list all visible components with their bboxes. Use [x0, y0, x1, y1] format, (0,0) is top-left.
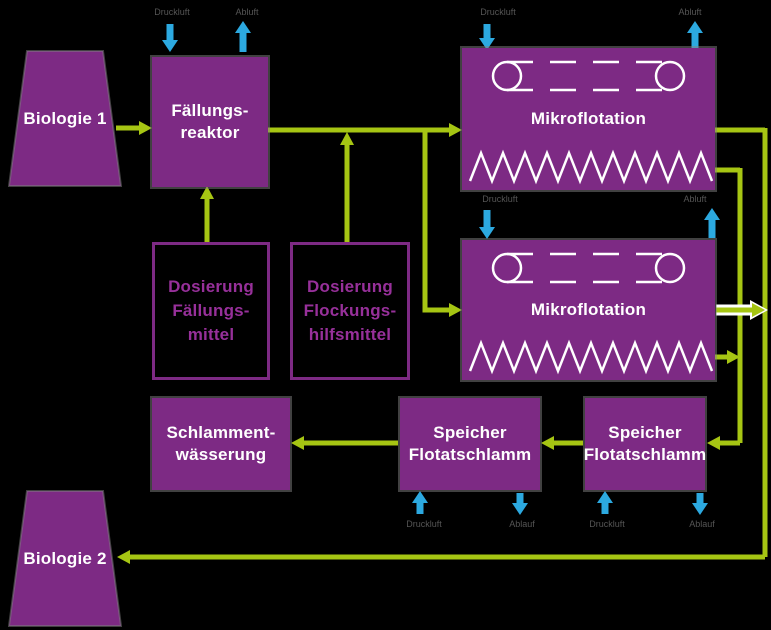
arrow-faellungsreaktor-out — [235, 21, 251, 52]
label-mikroflotation2-out: Abluft — [683, 194, 707, 204]
flow-dosierung-flockungshilfsmittel-up — [340, 132, 354, 242]
arrow-speicher-links-out — [512, 493, 528, 515]
mikroflotation1-graphic — [468, 60, 714, 185]
arrow-faellungsreaktor-in — [162, 24, 178, 52]
speicher-rechts-line2: Flotatschlamm — [583, 445, 707, 464]
arrow-mikroflotation2-in — [479, 210, 495, 239]
flow-mikroflotation1-outlets — [713, 127, 765, 173]
speicher-rechts-line1: Speicher — [608, 423, 682, 442]
node-biologie2: Biologie 2 — [8, 490, 122, 627]
speicher-links-line2: Flotatschlamm — [408, 445, 532, 464]
dosierung-flockungshilfsmittel-line3: hilfsmittel — [308, 325, 392, 344]
biologie1-label: Biologie 1 — [23, 108, 107, 128]
faellungsreaktor-label-line1: Fällungs- — [171, 101, 249, 120]
label-speicher-rechts-in: Druckluft — [589, 519, 625, 529]
label-mikroflotation1-out: Abluft — [678, 7, 702, 17]
arrow-mikroflotation1-in — [479, 24, 495, 50]
arrow-mikroflotation2-out — [704, 208, 720, 238]
node-mikroflotation2: Mikroflotation — [462, 240, 715, 380]
arrow-mikroflotation1-out — [687, 21, 703, 50]
node-faellungsreaktor: Fällungs- reaktor — [152, 57, 268, 187]
dosierung-faellungsmittel-line1: Dosierung — [168, 277, 254, 296]
speicher-links-line1: Speicher — [433, 423, 507, 442]
node-speicher-flotatschlamm-rechts: Speicher Flotatschlamm — [583, 398, 707, 490]
label-mikroflotation2-in: Druckluft — [482, 194, 518, 204]
mikroflotation2-label: Mikroflotation — [530, 300, 647, 319]
schlammentwaesserung-line2: wässerung — [175, 445, 267, 464]
flow-speicher-rechts-to-links — [541, 436, 583, 450]
arrow-speicher-links-in — [412, 491, 428, 514]
node-dosierung-faellungsmittel: Dosierung Fällungs- mittel — [152, 242, 270, 380]
biologie2-shape — [8, 490, 122, 627]
label-mikroflotation1-in: Druckluft — [480, 7, 516, 17]
flow-speicher-links-to-schlammentwaesserung — [291, 436, 398, 450]
flow-branch-to-mikroflotation2 — [422, 130, 462, 317]
mikroflotation2-graphic — [468, 252, 714, 375]
dosierung-flockungshilfsmittel-line1: Dosierung — [307, 277, 393, 296]
node-mikroflotation1: Mikroflotation — [462, 48, 715, 190]
dosierung-faellungsmittel-line3: mittel — [187, 325, 235, 344]
label-speicher-rechts-out: Ablauf — [689, 519, 715, 529]
scraper-conveyor-icon — [491, 252, 686, 284]
dosierung-faellungsmittel-line2: Fällungs- — [172, 301, 250, 320]
faellungsreaktor-label-line2: reaktor — [180, 123, 240, 142]
sawtooth-weir-icon — [468, 339, 714, 375]
flow-mikroflotation2-sludge-outlet — [713, 350, 740, 364]
label-faellungsreaktor-out: Abluft — [235, 7, 259, 17]
node-biologie1: Biologie 1 — [8, 50, 122, 187]
schlammentwaesserung-line1: Schlamment- — [166, 423, 276, 442]
node-speicher-flotatschlamm-links: Speicher Flotatschlamm — [400, 398, 540, 490]
biologie2-label: Biologie 2 — [23, 548, 107, 568]
dosierung-flockungshilfsmittel-line2: Flockungs- — [303, 301, 397, 320]
label-speicher-links-in: Druckluft — [406, 519, 442, 529]
node-dosierung-flockungshilfsmittel: Dosierung Flockungs- hilfsmittel — [290, 242, 410, 380]
arrow-speicher-rechts-in — [597, 491, 613, 514]
node-schlammentwaesserung: Schlamment- wässerung — [152, 398, 290, 490]
flow-dosierung-faellungsmittel-up — [200, 186, 214, 242]
flow-mikroflotation2-outlet-crossing — [716, 300, 768, 320]
flow-sludge-to-speicher-rechts — [707, 436, 740, 450]
arrow-speicher-rechts-out — [692, 493, 708, 515]
sawtooth-weir-icon — [468, 149, 714, 185]
flow-faellungsreaktor-to-mikroflotation1 — [268, 123, 462, 137]
flow-return-to-biologie2 — [117, 550, 765, 564]
mikroflotation1-label: Mikroflotation — [530, 109, 647, 128]
flow-biologie1-to-faellungsreaktor — [116, 121, 152, 135]
label-faellungsreaktor-in: Druckluft — [154, 7, 190, 17]
scraper-conveyor-icon — [491, 60, 686, 92]
label-speicher-links-out: Ablauf — [509, 519, 535, 529]
biologie1-shape — [8, 50, 122, 187]
